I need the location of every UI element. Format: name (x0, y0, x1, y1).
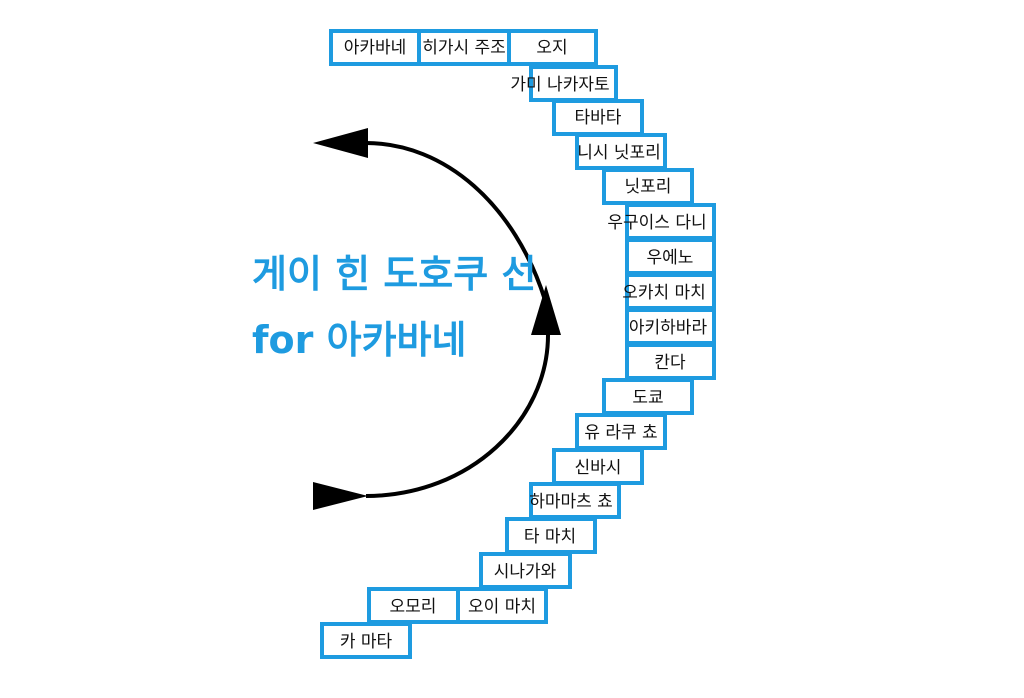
station-label: 시나가와 (494, 562, 557, 582)
station-tokyo[interactable]: 도쿄 (602, 378, 694, 415)
station-shimbashi[interactable]: 신바시 (552, 448, 644, 485)
station-oimachi[interactable]: 오이 마치 (456, 587, 548, 624)
station-higashi-jujo[interactable]: 히가시 주조 (417, 29, 511, 66)
station-label: 도쿄 (632, 388, 663, 408)
station-label: 오지 (536, 38, 567, 58)
station-label: 우에노 (647, 248, 694, 268)
station-label: 아카바네 (344, 38, 407, 58)
station-label: 유 라쿠 쵸 (584, 423, 657, 443)
station-akabane[interactable]: 아카바네 (329, 29, 421, 66)
station-ueno[interactable]: 우에노 (625, 238, 716, 275)
station-shinagawa[interactable]: 시나가와 (479, 552, 572, 589)
station-nishi-nippori[interactable]: 니시 닛포리 (575, 133, 667, 170)
station-label: 히가시 주조 (422, 38, 506, 58)
station-label: 닛포리 (625, 177, 672, 197)
station-label: 오카치 마치 (622, 283, 706, 303)
station-kamata[interactable]: 카 마타 (320, 622, 412, 659)
station-label: 타 마치 (524, 527, 576, 547)
station-label: 아키하바라 (629, 318, 708, 338)
station-nippori[interactable]: 닛포리 (602, 168, 694, 205)
station-hamamatsucho[interactable]: 하마마츠 쵸 (529, 482, 621, 519)
station-okachimachi[interactable]: 오카치 마치 (622, 273, 716, 310)
station-tamachi[interactable]: 타 마치 (505, 517, 597, 554)
station-kami-nakazato[interactable]: 가미 나카자토 (510, 65, 618, 102)
station-uguisudani[interactable]: 우구이스 다니 (607, 203, 716, 240)
station-label: 우구이스 다니 (607, 213, 706, 233)
upper-arc (365, 141, 547, 301)
station-label: 오이 마치 (468, 597, 536, 617)
station-label: 타바타 (575, 108, 622, 128)
lower-arc (365, 334, 550, 498)
station-yurakucho[interactable]: 유 라쿠 쵸 (575, 413, 667, 450)
title-line-1: 게이 힌 도호쿠 선 (252, 252, 536, 296)
title-line-2: for 아카바네 (252, 318, 466, 362)
station-akihabara[interactable]: 아키하바라 (625, 308, 716, 345)
station-list: 아카바네 히가시 주조 오지 가미 나카자토 타바타 니시 닛포리 닛포리 우 (320, 29, 716, 659)
direction-arrows (313, 128, 561, 510)
station-tabata[interactable]: 타바타 (552, 99, 644, 136)
left-arrow-icon (313, 128, 368, 158)
station-label: 오모리 (390, 597, 437, 617)
right-arrow-icon (313, 482, 368, 510)
station-label: 니시 닛포리 (577, 143, 661, 163)
station-label: 카 마타 (340, 632, 393, 652)
station-kanda[interactable]: 칸다 (625, 343, 716, 380)
station-oji[interactable]: 오지 (507, 29, 598, 66)
station-label: 칸다 (654, 353, 686, 373)
station-omori[interactable]: 오모리 (367, 587, 460, 624)
station-label: 하마마츠 쵸 (529, 492, 613, 512)
up-arrow-icon (531, 285, 561, 335)
station-label: 가미 나카자토 (510, 75, 609, 95)
station-label: 신바시 (575, 458, 622, 478)
